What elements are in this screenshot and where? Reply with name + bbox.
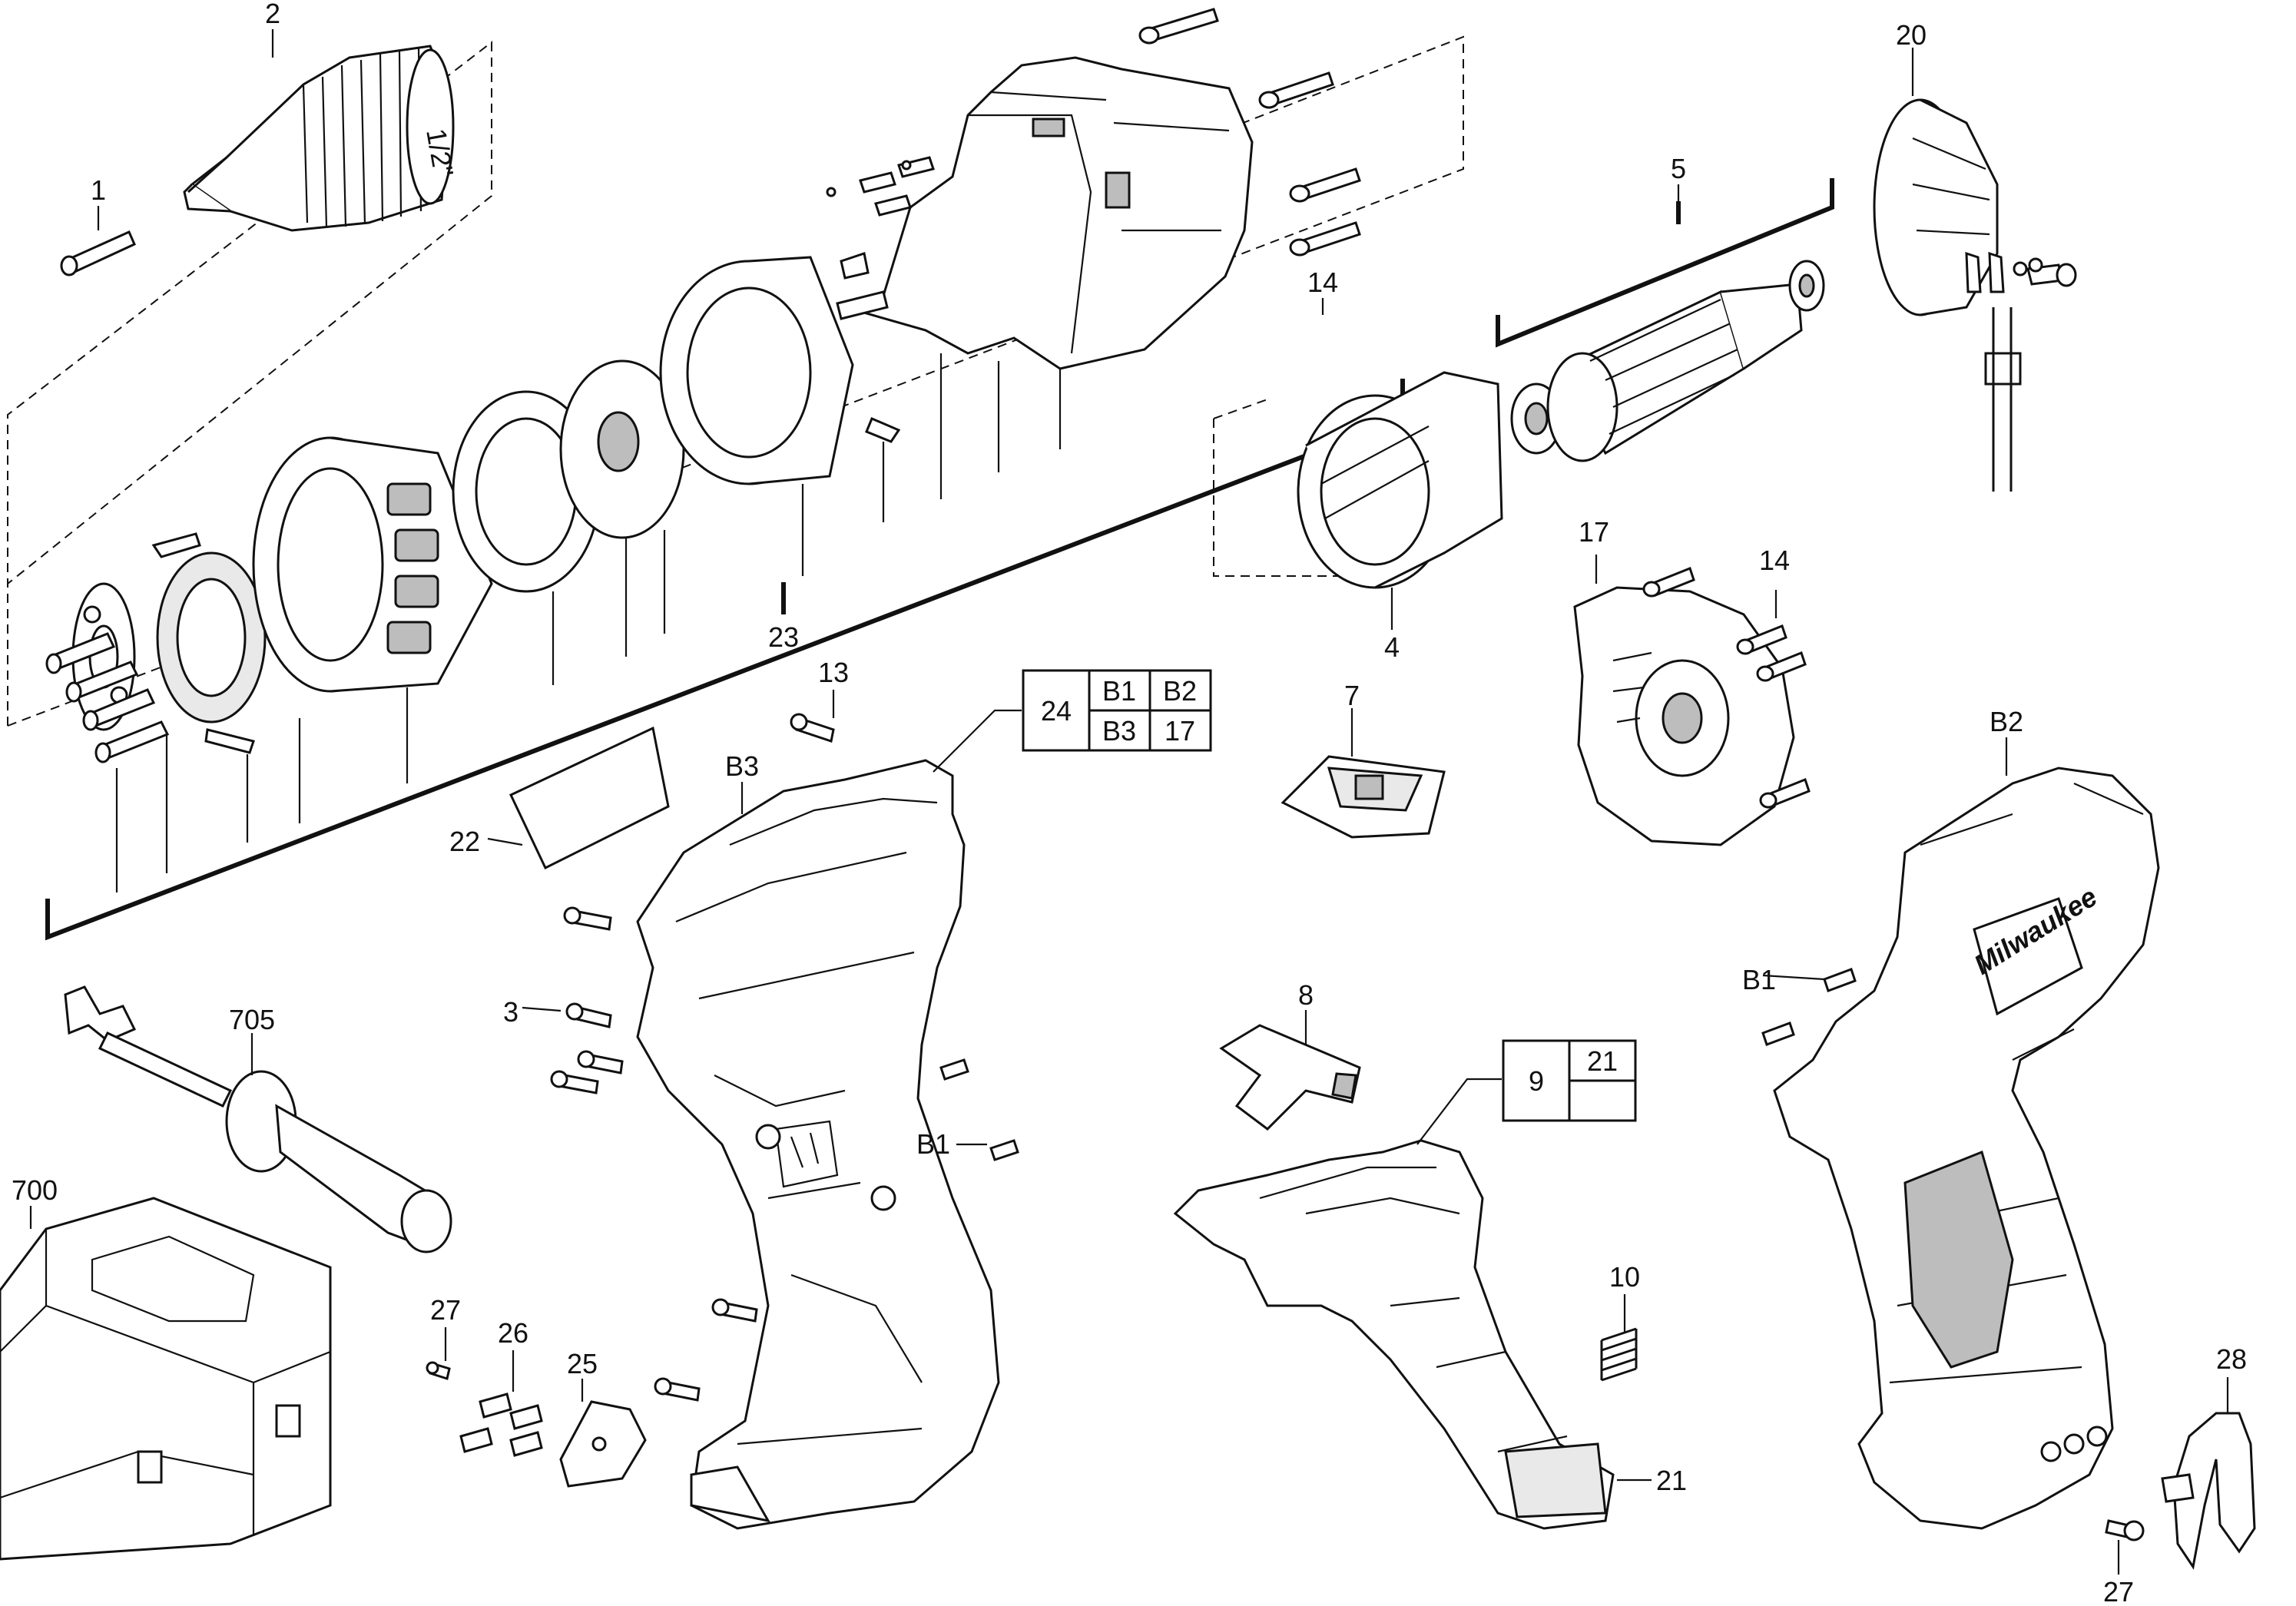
stator-magnet	[1297, 371, 1503, 589]
callout-700: 700	[12, 1174, 58, 1206]
kit-24-cell-b3: B3	[1102, 715, 1136, 747]
kit-24-cell-b1: B1	[1102, 675, 1136, 707]
clip-pair	[840, 252, 901, 443]
dowel-pins-top	[826, 156, 935, 217]
housing-half-left	[636, 759, 1000, 1530]
callout-28: 28	[2216, 1343, 2247, 1375]
kit-box-9: 9 21	[1502, 1039, 1637, 1122]
keyless-chuck: 1/2"	[183, 45, 459, 232]
callout-27-left: 27	[430, 1294, 461, 1326]
callout-5: 5	[1671, 153, 1686, 184]
kit-box-24: 24 B1 B2 B3 17	[1022, 669, 1212, 752]
callout-b2: B2	[1990, 706, 2023, 737]
callout-labels: 2 1 14 20 5 4 17 14 23 7 13 B3 22 3 705 …	[12, 0, 2247, 1606]
trigger	[1219, 1024, 1361, 1131]
callout-4: 4	[1384, 631, 1400, 663]
dashed-group-outlines	[7, 35, 1464, 727]
washer	[559, 359, 685, 539]
small-screw-27a	[426, 1361, 451, 1380]
gearbox-screws	[1138, 8, 1361, 257]
gearbox-assembly	[836, 56, 1254, 370]
housing-half-right: Milwaukee	[1773, 767, 2160, 1530]
chuck-screw	[60, 230, 136, 276]
callout-17: 17	[1579, 516, 1609, 548]
kit-24-cell-b2: B2	[1163, 675, 1197, 707]
contact-clips	[459, 1392, 543, 1457]
callout-23: 23	[768, 621, 799, 653]
callout-22: 22	[449, 826, 480, 857]
callout-7: 7	[1344, 680, 1360, 711]
callout-705: 705	[229, 1004, 275, 1035]
spring-clips	[151, 532, 255, 754]
callout-8: 8	[1298, 979, 1314, 1011]
endcap-screws	[1642, 567, 1811, 809]
callout-10: 10	[1609, 1261, 1640, 1293]
direction-selector	[1281, 755, 1446, 839]
dowel-pins-right	[1761, 968, 1857, 1046]
motor-end-cap	[1573, 586, 1795, 846]
callout-21: 21	[1656, 1465, 1687, 1496]
gearbox-housing	[659, 256, 854, 485]
small-screw-27b	[2105, 1519, 2145, 1541]
kit-9-cell-21: 21	[1587, 1045, 1618, 1077]
callout-14-right: 14	[1759, 545, 1790, 576]
torque-collar	[252, 436, 493, 693]
battery-contact-block	[559, 1400, 647, 1488]
switch-assembly	[1173, 1139, 1615, 1530]
callout-b3: B3	[725, 750, 759, 782]
dowel-pins-left	[939, 1058, 1019, 1161]
kit-24-id: 24	[1041, 695, 1072, 727]
callout-25: 25	[567, 1348, 598, 1379]
callout-2: 2	[265, 0, 280, 29]
brush-plate	[1873, 98, 2077, 492]
leader-lines	[29, 29, 2229, 1575]
callout-b1-right: B1	[1742, 964, 1776, 995]
side-handle	[64, 985, 452, 1253]
housing-screws-left	[550, 713, 835, 1402]
kit-9-id: 9	[1529, 1065, 1544, 1097]
label-sticker	[509, 726, 670, 870]
carry-case	[0, 1197, 332, 1561]
armature	[1510, 260, 1825, 462]
callout-20: 20	[1896, 19, 1927, 51]
pins-group	[45, 632, 170, 763]
callout-27-right: 27	[2103, 1576, 2134, 1606]
kit-24-cell-17: 17	[1165, 715, 1195, 747]
clutch-ring	[156, 551, 267, 724]
callout-14-top: 14	[1307, 267, 1338, 298]
belt-clip	[2161, 1412, 2256, 1570]
callout-1: 1	[91, 174, 106, 206]
callout-b1-left: B1	[916, 1128, 950, 1160]
callout-3: 3	[503, 996, 519, 1028]
callout-26: 26	[498, 1317, 528, 1349]
callout-13: 13	[818, 657, 849, 688]
trigger-spring	[1600, 1327, 1638, 1382]
